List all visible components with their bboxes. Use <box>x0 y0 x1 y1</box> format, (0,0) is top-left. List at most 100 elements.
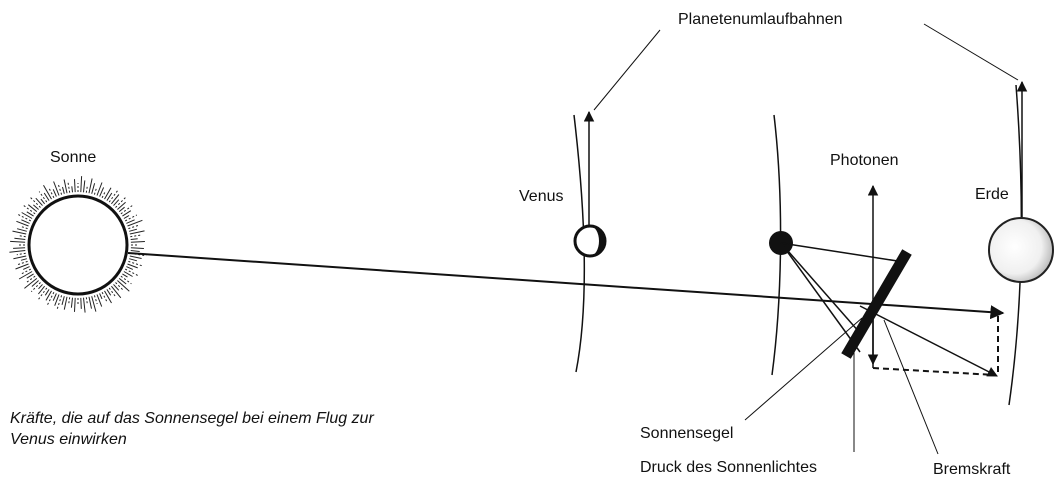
sun-ray <box>13 255 27 260</box>
sun-ray <box>24 278 38 289</box>
sun-ray <box>101 192 106 199</box>
sun-ray <box>18 271 33 280</box>
sun-ray <box>57 183 63 195</box>
sun-ray <box>126 219 135 224</box>
sun-ray <box>129 258 138 262</box>
sun-ray <box>10 240 26 243</box>
sun-ray <box>13 247 26 249</box>
sun-ray <box>26 211 34 217</box>
sun-ray <box>88 296 92 309</box>
sun-label: Sonne <box>50 149 97 166</box>
sun-ray <box>74 179 76 193</box>
sun-ray <box>43 184 52 200</box>
sun-ray <box>99 187 105 197</box>
sun-ray <box>93 295 98 305</box>
sun-ray <box>33 204 39 210</box>
sun-ray <box>124 268 138 276</box>
sun-ray <box>16 220 29 227</box>
sun-ray <box>21 226 28 230</box>
sun-ray <box>30 197 41 208</box>
sun-ray <box>129 255 142 259</box>
sun-ray <box>127 219 143 227</box>
light-pressure-label: Druck des Sonnenlichtes <box>640 459 817 476</box>
caption-line-1: Kräfte, die auf das Sonnensegel bei eine… <box>10 410 374 427</box>
sun-ray <box>67 182 71 193</box>
sun-ray <box>128 224 140 230</box>
sun-ray <box>111 194 120 205</box>
sun-ray <box>130 241 145 243</box>
sun-ray <box>106 192 113 201</box>
sun-ray <box>38 284 43 290</box>
sun-ray <box>14 237 26 240</box>
sun-ray <box>17 260 28 265</box>
sun-ray <box>128 260 143 267</box>
force-line-upper <box>780 242 905 263</box>
sun-ray <box>85 297 88 306</box>
sun-ray <box>101 291 108 302</box>
sail-label: Sonnensegel <box>640 425 734 442</box>
sun-ray <box>122 210 132 217</box>
orbits-leader-right <box>923 23 1019 81</box>
dashed-horizontal <box>872 367 996 376</box>
sun-ray <box>117 280 130 292</box>
sun-ray <box>26 273 34 279</box>
sun-ray <box>46 291 55 306</box>
earth <box>988 217 1054 283</box>
sun-ray <box>16 213 32 222</box>
sun-ray <box>71 186 73 193</box>
sun-ray <box>9 250 26 253</box>
sun-ray <box>80 176 83 193</box>
sun-ray <box>40 198 45 205</box>
braking-leader <box>883 319 939 455</box>
sun-ray <box>52 293 57 301</box>
sun-ray <box>43 192 50 201</box>
orbits-label: Planetenumlaufbahnen <box>678 11 843 28</box>
sun-ray <box>21 212 33 219</box>
sun-ray <box>104 290 112 304</box>
sun-disc <box>27 194 129 296</box>
sun-ray <box>21 219 30 224</box>
sun-ray <box>118 206 125 212</box>
sun-ray <box>83 297 86 313</box>
sun-ray <box>85 184 88 193</box>
sun-ray <box>35 197 43 206</box>
sun-ray <box>120 205 133 215</box>
sun-ray <box>93 187 97 195</box>
sun-ray <box>123 271 133 277</box>
sun-ray <box>129 228 138 232</box>
sun-ray <box>120 275 132 285</box>
sun-ray <box>117 201 126 210</box>
caption-line-2: Venus einwirken <box>10 431 127 448</box>
caption: Kräfte, die auf das Sonnensegel bei eine… <box>10 408 374 450</box>
sun-ray <box>15 263 29 270</box>
sun-ray <box>88 178 93 194</box>
sun-ray <box>115 196 127 208</box>
sun-ray <box>45 290 52 301</box>
sun-ray <box>44 289 50 296</box>
sun-ray <box>22 266 30 270</box>
sun-ray <box>54 294 60 306</box>
sun-ray <box>52 189 57 197</box>
sun-ray <box>63 296 68 310</box>
sun-ray <box>30 282 41 293</box>
sun-ray <box>18 235 26 238</box>
sun <box>9 176 147 313</box>
venus-label: Venus <box>519 188 564 205</box>
sun-ray <box>16 228 27 232</box>
sun-ray <box>126 266 134 270</box>
sun-ray <box>25 275 36 284</box>
sun-ray <box>129 230 145 235</box>
sun-ray <box>111 285 122 299</box>
force-line-lower <box>780 242 861 353</box>
sun-ray <box>22 204 36 215</box>
reflection-line <box>859 305 998 377</box>
sun-ray <box>38 191 48 203</box>
sun-ray <box>70 297 73 308</box>
sun-ray <box>104 187 112 200</box>
sun-ray <box>20 268 32 275</box>
sun-ray <box>56 295 63 311</box>
sun-ray <box>74 297 76 312</box>
sun-ray <box>38 285 45 295</box>
sun-ray <box>130 247 144 249</box>
